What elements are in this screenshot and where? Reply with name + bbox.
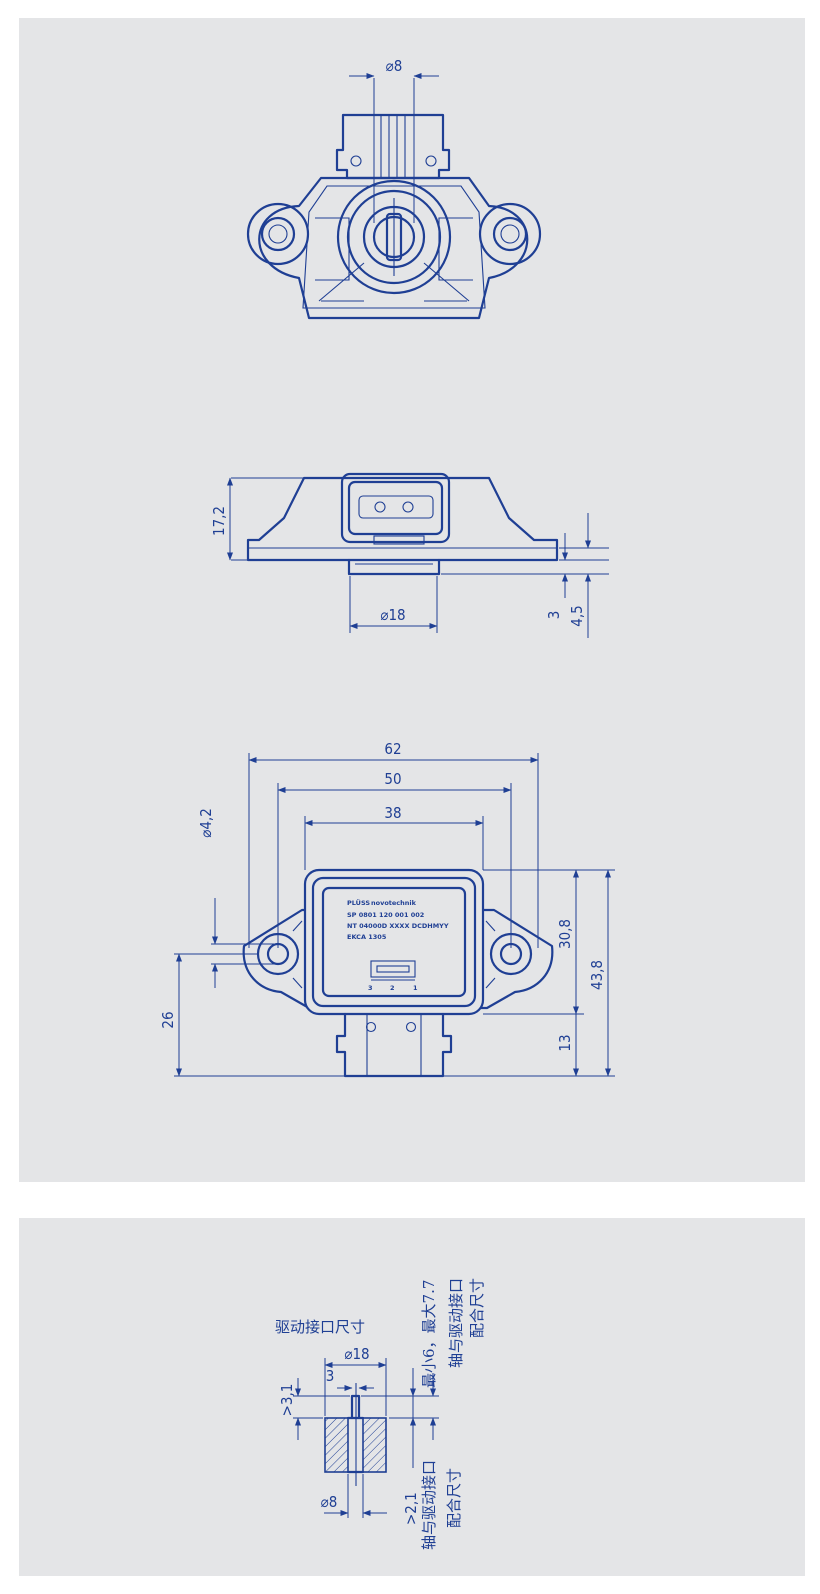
- label-pin2: 2: [390, 984, 395, 992]
- drive-fit-bottom-line2: 配合尺寸: [445, 1468, 463, 1528]
- drive-depth: >3,1: [278, 1384, 296, 1417]
- label-brand: PLÜSS: [347, 898, 370, 907]
- label-line2: NT 04000D XXXX DCDHMYY: [347, 922, 449, 930]
- dim-side-offset-small: 3: [545, 611, 563, 620]
- dim-front-hole-spacing: 50: [384, 770, 401, 788]
- dim-front-body-height: 30,8: [556, 919, 574, 949]
- dim-side-offset-large: 4,5: [568, 605, 586, 626]
- drive-fit-bottom-line1: 轴与驱动接口: [420, 1460, 438, 1550]
- label-line1: SP 0801 120 001 002: [347, 911, 424, 919]
- dim-top-shaft: ⌀8: [386, 57, 403, 75]
- label-pin1: 1: [413, 984, 418, 992]
- drive-fit-bottom-val: >2,1: [402, 1492, 420, 1525]
- drive-fit-right-line2: 轴与驱动接口: [447, 1278, 465, 1368]
- dim-front-hole-dia: ⌀4,2: [197, 808, 215, 838]
- side-view: 17,2 ⌀18 3 4,5: [210, 472, 609, 638]
- dim-side-height: 17,2: [210, 506, 228, 536]
- dim-side-shaft: ⌀18: [380, 606, 405, 624]
- drive-outer-dia: ⌀18: [344, 1345, 369, 1363]
- drawing-panel-drive: 驱动接口尺寸 ⌀18 3 >3,1 ⌀8 最小6，最大7.7 轴与驱动接口 配合…: [19, 1218, 805, 1576]
- drawing-panel-main: ⌀8 17,2 ⌀18 3 4,5: [19, 18, 805, 1182]
- drive-title: 驱动接口尺寸: [275, 1318, 365, 1336]
- label-brand-suffix: novotechnik: [371, 899, 417, 907]
- drive-interface-drawing: 驱动接口尺寸 ⌀18 3 >3,1 ⌀8 最小6，最大7.7 轴与驱动接口 配合…: [275, 1278, 486, 1550]
- top-view: ⌀8: [246, 57, 542, 320]
- dim-front-body-width: 38: [384, 804, 401, 822]
- drive-slot: 3: [326, 1367, 335, 1385]
- dim-front-width-overall: 62: [384, 740, 401, 758]
- drive-part: [324, 1383, 387, 1486]
- dim-front-connector-height: 13: [556, 1034, 574, 1051]
- sensor-drawing: ⌀8 17,2 ⌀18 3 4,5: [159, 57, 615, 1078]
- dim-front-total-height: 43,8: [588, 960, 606, 990]
- dim-front-hole-height: 26: [159, 1011, 177, 1028]
- drive-fit-right-line3: 配合尺寸: [468, 1278, 486, 1338]
- label-pin3: 3: [368, 984, 373, 992]
- label-line3: EKCA 1305: [347, 933, 387, 941]
- drive-fit-right-line1: 最小6，最大7.7: [420, 1280, 438, 1388]
- drive-bore: ⌀8: [321, 1493, 338, 1511]
- front-view: PLÜSS novotechnik SP 0801 120 001 002 NT…: [159, 740, 615, 1078]
